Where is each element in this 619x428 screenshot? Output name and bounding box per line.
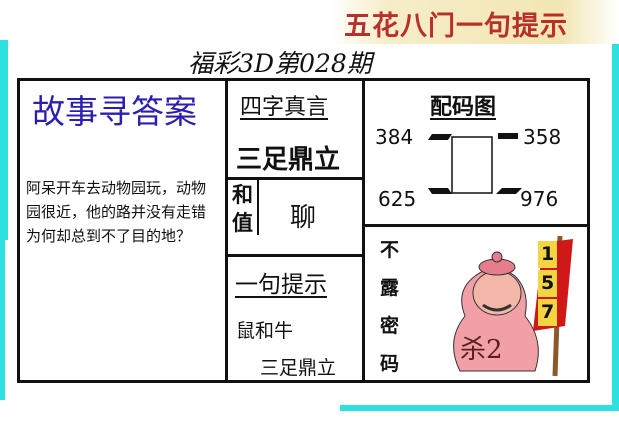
hint-line-1: 鼠和牛	[236, 320, 294, 342]
frame-left-border	[0, 40, 8, 240]
hint-line-2: 三足鼎立	[260, 357, 337, 379]
vertical-char: 不	[380, 239, 400, 261]
divider	[225, 81, 228, 381]
code-top-right: 358	[523, 125, 562, 149]
sum-label-char: 和	[232, 183, 253, 207]
hint-heading: 一句提示	[235, 272, 327, 298]
four-words-phrase: 三足鼎立	[236, 145, 341, 175]
story-text: 阿呆开车去动物园玩，动物 园很近，他的路并没有走错 为何却总到不了目的地？	[26, 176, 206, 248]
vertical-char: 密	[380, 315, 400, 337]
flag-numbers: 1 5 7	[538, 241, 558, 326]
flag-number: 1	[538, 241, 558, 268]
issue-title: 福彩3D第028期	[188, 49, 372, 78]
story-line: 阿呆开车去动物园玩，动物	[26, 179, 207, 197]
hint-table: 故事寻答案 阿呆开车去动物园玩，动物 园很近，他的路并没有走错 为何却总到不了目…	[17, 78, 590, 383]
frame-right-border	[612, 40, 619, 410]
sum-hint-char: 聊	[290, 203, 317, 233]
vertical-hint: 不 露 密 码	[380, 231, 399, 383]
divider	[362, 224, 590, 227]
story-line: 园很近，他的路并没有走错	[26, 203, 207, 221]
kill-number: 杀2	[460, 335, 503, 365]
flag-number: 7	[538, 299, 558, 326]
divider	[257, 180, 259, 235]
flag-number: 5	[538, 270, 558, 297]
vertical-char: 码	[380, 353, 400, 375]
official-figure-illustration	[453, 235, 573, 377]
vertical-char: 露	[380, 277, 400, 299]
banner-text: 五花八门一句提示	[344, 11, 568, 42]
story-line: 为何却总到不了目的地？	[26, 227, 192, 245]
code-bottom-left: 625	[378, 187, 417, 211]
code-top-left: 384	[375, 125, 414, 149]
banner: 五花八门一句提示	[330, 0, 619, 44]
divider	[225, 177, 365, 180]
code-bottom-right: 976	[520, 187, 559, 211]
code-map-connector	[428, 133, 522, 194]
code-map-heading: 配码图	[430, 95, 497, 120]
frame-bottom-border	[340, 405, 619, 411]
divider	[362, 81, 365, 381]
story-heading: 故事寻答案	[32, 92, 197, 131]
divider	[225, 254, 365, 257]
frame-left-border-lower	[0, 240, 5, 400]
sum-label-char: 值	[232, 211, 253, 235]
sum-label: 和 值	[232, 181, 253, 237]
four-words-heading: 四字真言	[240, 95, 329, 120]
